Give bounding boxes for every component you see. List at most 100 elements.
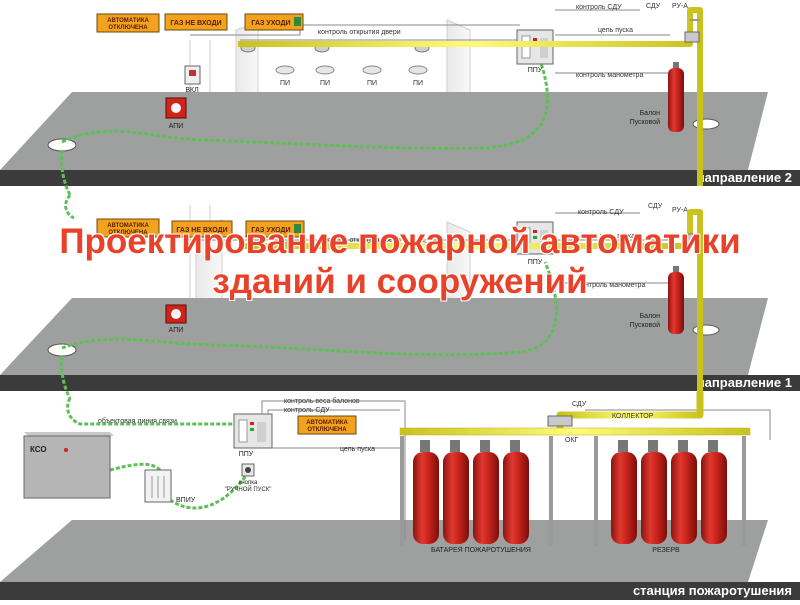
cylinder (503, 440, 529, 544)
sdu-tag: СДУ (646, 3, 661, 10)
pipe-valve (547, 415, 573, 427)
svg-text:ОТКЛЮЧЕНА: ОТКЛЮЧЕНА (108, 230, 148, 236)
floor-edge (0, 170, 800, 186)
direction-label: направление 2 (697, 170, 792, 185)
warning-board-gas-no-enter: ГАЗ НЕ ВХОДИ (171, 220, 233, 238)
detector-label: ПИ (280, 80, 290, 87)
svg-text:ГАЗ УХОДИ: ГАЗ УХОДИ (251, 20, 290, 27)
floor-slab (0, 92, 768, 170)
start-cylinder: Балон Пусковой (630, 266, 684, 334)
signal-cable (61, 261, 558, 357)
floor-hole (692, 324, 720, 336)
api-device: АПИ (165, 97, 187, 130)
api-device: АПИ (165, 304, 187, 334)
gas-pipe (238, 7, 703, 186)
svg-text:Балон: Балон (640, 110, 661, 117)
svg-text:ВПИУ: ВПИУ (176, 497, 196, 504)
signal-cable (109, 462, 162, 472)
station-label: станция пожаротушения (633, 583, 792, 598)
detector-label: ПИ (320, 80, 330, 87)
okg-label: ОКГ (565, 437, 579, 444)
slide-title-line-2: зданий и сооружений (212, 262, 588, 301)
svg-text:ППУ: ППУ (528, 67, 543, 74)
reserve-cylinders (611, 440, 727, 544)
direction-label: направление 1 (697, 375, 792, 390)
rack-post (549, 436, 553, 546)
floor-slab (0, 520, 768, 582)
svg-text:Пусковой: Пусковой (630, 321, 661, 329)
svg-text:ВКЛ: ВКЛ (185, 87, 199, 94)
weight-control-label: контроль веса балонов (284, 397, 360, 405)
svg-text:АВТОМАТИКА: АВТОМАТИКА (107, 223, 149, 229)
svg-text:ППУ: ППУ (239, 451, 254, 458)
vpiu-device: ВПИУ (144, 469, 196, 504)
door-control-label: контроль открытия двери (318, 29, 401, 36)
slide-title-line-1: Проектирование пожарной автоматики (59, 222, 741, 261)
warning-board-gas-no-enter: ГАЗ НЕ ВХОДИ (164, 13, 228, 31)
svg-text:АВТОМАТИКА: АВТОМАТИКА (107, 18, 149, 24)
floor-edge (0, 582, 800, 600)
smoke-detectors: ПИ ПИ ПИ ПИ (275, 65, 428, 87)
detector-label: ПИ (367, 80, 377, 87)
cylinder (413, 440, 439, 544)
warning-board-auto-off: АВТОМАТИКА ОТКЛЮЧЕНА (96, 218, 160, 238)
level-middle: направление 1 АВТОМАТИКА ОТКЛЮЧЕНА ГАЗ Н… (0, 194, 800, 399)
svg-text:Пусковой: Пусковой (630, 118, 661, 126)
svg-text:кнопка: кнопка (239, 480, 258, 486)
floor-edge (0, 375, 800, 391)
ru-valve (684, 233, 700, 245)
manual-start-button: кнопка "РУЧНОЙ ПУСК" (225, 463, 272, 493)
door-control-label: контроль открытия двери (318, 237, 401, 244)
start-cylinder: Балон Пусковой (630, 62, 684, 132)
floor-hole (692, 118, 720, 130)
manometer-control-label: контроль манометра (576, 72, 643, 79)
svg-text:КСО: КСО (30, 445, 47, 454)
svg-text:АВТОМАТИКА: АВТОМАТИКА (306, 420, 348, 426)
warning-board-gas-leave: ГАЗ УХОДИ (245, 220, 305, 238)
slide-title: Проектирование пожарной автоматики здани… (0, 222, 800, 302)
rack-post (742, 436, 746, 546)
svg-text:ГАЗ НЕ ВХОДИ: ГАЗ НЕ ВХОДИ (170, 20, 221, 27)
control-line (261, 400, 406, 540)
object-line-label: объектовая линия связи (98, 417, 177, 425)
warning-board-auto-off: АВТОМАТИКА ОТКЛЮЧЕНА (297, 415, 357, 435)
ru-tag: РУ-А (672, 3, 688, 10)
svg-text:АПИ: АПИ (169, 327, 184, 334)
signal-cable (60, 149, 72, 196)
floor-slab (0, 298, 768, 375)
control-line (585, 409, 771, 440)
battery-cylinders (413, 440, 529, 544)
cylinder (611, 440, 637, 544)
level-bottom: станция пожаротушения объектовая линия с… (0, 392, 800, 600)
ru-valve (684, 31, 700, 43)
battery-label: БАТАРЕЯ ПОЖАРОТУШЕНИЯ (431, 547, 531, 554)
svg-text:Балон: Балон (640, 313, 661, 320)
cylinder (473, 440, 499, 544)
rack-post (594, 436, 598, 546)
cylinder (641, 440, 667, 544)
reserve-label: РЕЗЕРВ (652, 547, 680, 554)
signal-cable (61, 59, 549, 150)
object-line-cable (66, 397, 240, 426)
sdu-control-label: контроль СДУ (578, 209, 624, 216)
manometer-control-label: контроль манометра (578, 282, 645, 289)
sdu-tag: СДУ (648, 203, 663, 210)
level-top: направление 2 АВТОМАТИКА ОТКЛЮЧЕНА ГАЗ Н… (0, 3, 800, 196)
detector-label: ПИ (413, 80, 423, 87)
ru-tag: РУ-А (672, 207, 688, 214)
signal-cable (64, 194, 75, 220)
sdu-tag: СДУ (572, 401, 587, 408)
svg-text:"РУЧНОЙ ПУСК": "РУЧНОЙ ПУСК" (225, 485, 272, 493)
start-circuit-label: цепь пуска (598, 27, 633, 34)
sdu-control-label: контроль СДУ (284, 407, 330, 414)
svg-text:ГАЗ НЕ ВХОДИ: ГАЗ НЕ ВХОДИ (176, 227, 227, 234)
svg-text:ГАЗ УХОДИ: ГАЗ УХОДИ (251, 227, 290, 234)
signal-cable (169, 469, 252, 510)
collector-label: КОЛЛЕКТОР (612, 413, 654, 420)
collector-pipe (399, 427, 751, 436)
start-circuit-label: цепь пуска (340, 446, 375, 453)
vkl-switch: ВКЛ (184, 65, 201, 94)
svg-text:АПИ: АПИ (169, 123, 184, 130)
